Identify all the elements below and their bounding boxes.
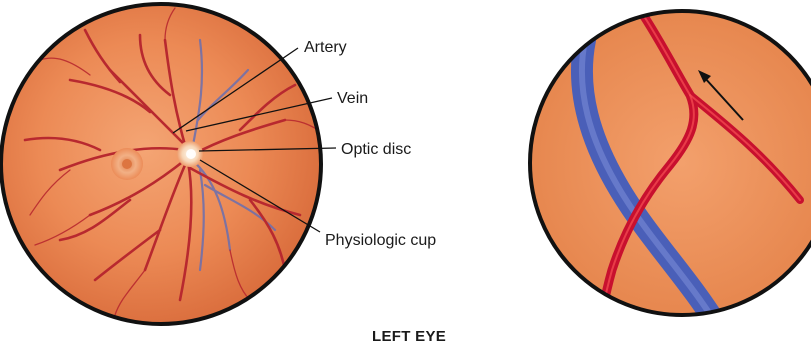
label-optic-disc: Optic disc [341, 141, 411, 158]
caption: LEFT EYE [372, 328, 446, 345]
label-physiologic-cup: Physiologic cup [325, 232, 436, 249]
label-artery: Artery [304, 39, 347, 56]
label-vein: Vein [337, 90, 368, 107]
fundus-left [1, 4, 321, 324]
physiologic-cup [186, 149, 196, 159]
fundus-zoom [530, 10, 811, 345]
